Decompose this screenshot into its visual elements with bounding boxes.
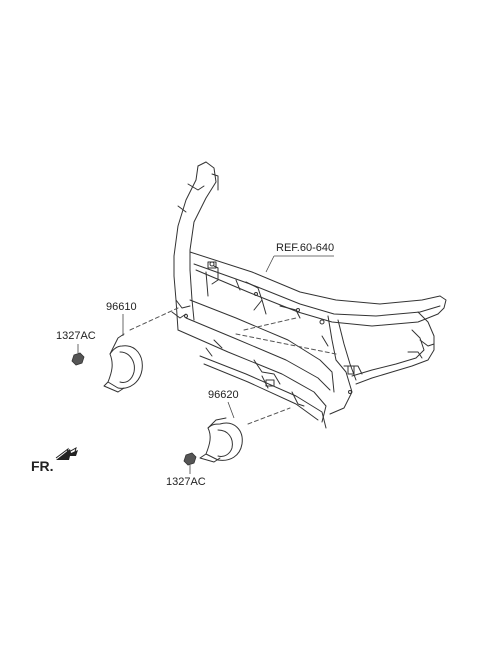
horn-96610 (103, 333, 143, 393)
part-label-96610: 96610 (106, 301, 137, 313)
part-label-96620: 96620 (208, 389, 239, 401)
nut-label-right: 1327AC (166, 476, 206, 488)
front-direction-arrow (55, 447, 78, 460)
ref-label: REF.60-640 (276, 242, 335, 254)
front-indicator-label: FR. (31, 458, 54, 474)
nut-1327ac-right (183, 452, 197, 466)
leader-lines (77, 255, 334, 474)
horn-96620 (199, 417, 243, 463)
alignment-lines (129, 307, 337, 425)
nut-label-left: 1327AC (56, 330, 96, 342)
radiator-support-carrier (171, 161, 447, 429)
nut-1327ac-left (71, 352, 85, 366)
